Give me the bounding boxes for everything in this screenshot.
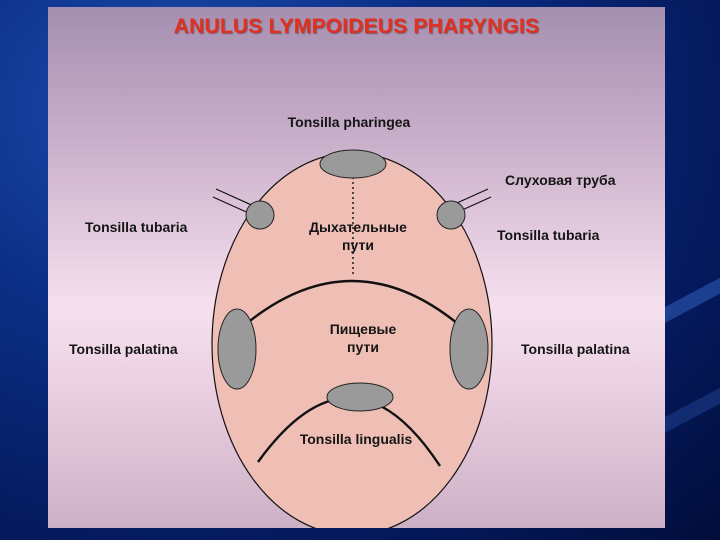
tonsilla-tubaria-right-shape [437, 201, 465, 229]
label-tonsilla-lingualis: Tonsilla lingualis [300, 431, 413, 447]
label-digestive-tract: Пищевые [330, 321, 397, 337]
label-respiratory-tract: Дыхательные [309, 219, 407, 235]
label-digestive-tract-2: пути [347, 339, 379, 355]
tonsilla-palatina-left-shape [218, 309, 256, 389]
label-tonsilla-palatina-right: Tonsilla palatina [521, 341, 630, 357]
label-tonsilla-palatina-left: Tonsilla palatina [69, 341, 178, 357]
slide-panel: ANULUS LYMPOIDEUS PHARYNGIS Tonsilla pha… [48, 7, 665, 528]
auditory-tube-left-line [216, 189, 256, 207]
label-auditory-tube: Слуховая труба [505, 172, 616, 188]
tonsilla-lingualis-shape [327, 383, 393, 411]
label-respiratory-tract-2: пути [342, 237, 374, 253]
tonsilla-tubaria-left-shape [246, 201, 274, 229]
tonsilla-palatina-right-shape [450, 309, 488, 389]
label-tonsilla-tubaria-left: Tonsilla tubaria [85, 219, 188, 235]
pharyngeal-ring-diagram: Tonsilla pharingea Слуховая труба Tonsil… [48, 7, 665, 528]
tonsilla-pharingea-shape [320, 150, 386, 178]
label-tonsilla-tubaria-right: Tonsilla tubaria [497, 227, 600, 243]
label-tonsilla-pharingea: Tonsilla pharingea [288, 114, 411, 130]
